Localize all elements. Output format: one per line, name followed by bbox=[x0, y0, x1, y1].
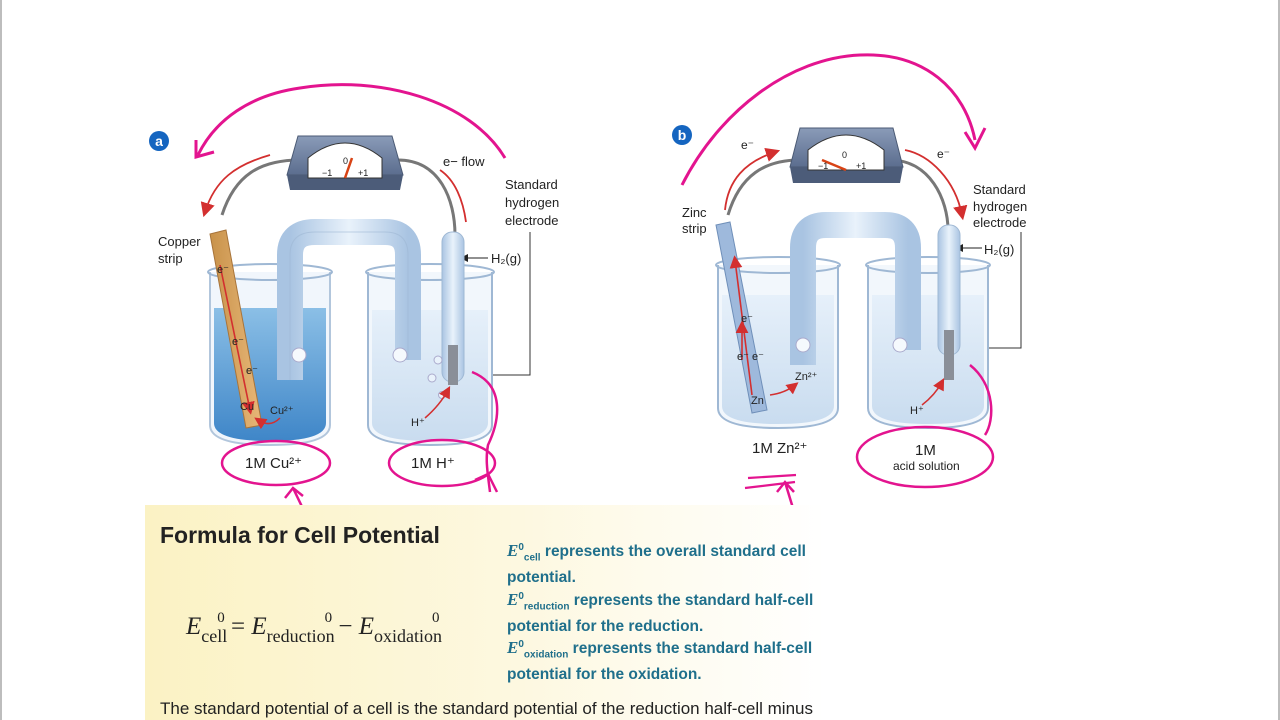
formula-note-cell: E0cell represents the overall standard c… bbox=[507, 541, 806, 587]
electron-b-1: e⁻ bbox=[741, 313, 753, 325]
meter-a-tick-plus: +1 bbox=[358, 168, 368, 178]
ion-label-a: Cu²⁺ bbox=[270, 405, 294, 417]
voltmeter-a: −1 0 +1 bbox=[286, 135, 404, 190]
solution-label-cu: 1M Cu²⁺ bbox=[245, 455, 302, 472]
zinc-strip-label-2: strip bbox=[682, 221, 707, 236]
zinc-strip-label-1: Zinc bbox=[682, 205, 707, 220]
panel-b-badge bbox=[672, 125, 692, 145]
metal-label-b: Zn bbox=[751, 395, 764, 407]
electron-b-2: e⁻ bbox=[737, 351, 749, 363]
solution-label-acid-1: 1M bbox=[915, 442, 936, 459]
copper-strip-label-2: strip bbox=[158, 251, 183, 266]
metal-label-a: Cu bbox=[240, 401, 254, 413]
solution-label-h: 1M H⁺ bbox=[411, 455, 455, 472]
she-label-a-1: Standard bbox=[505, 177, 558, 192]
left-edge-line bbox=[0, 0, 2, 720]
formula-note-reduction: E0reduction represents the standard half… bbox=[507, 590, 814, 636]
cell-potential-equation: Ecell0 = Ereduction0 − Eoxidation0 bbox=[186, 610, 443, 646]
solution-label-zn: 1M Zn²⁺ bbox=[752, 440, 807, 457]
meter-b-tick-plus: +1 bbox=[856, 161, 866, 171]
formula-note-oxidation: E0oxidation represents the standard half… bbox=[507, 638, 813, 684]
she-label-b-2: hydrogen bbox=[973, 199, 1027, 214]
gas-label-a: H₂(g) bbox=[491, 251, 521, 266]
electron-flow-label: e− flow bbox=[443, 154, 485, 169]
panel-b: b −1 0 +1 e⁻ e⁻ Zinc strip Standard hydr… bbox=[672, 53, 1027, 519]
solution-label-acid-2: acid solution bbox=[893, 459, 960, 473]
ion-label-h-a: H⁺ bbox=[411, 417, 425, 429]
electron-b-top-left: e⁻ bbox=[741, 138, 754, 152]
annotation-circle-h bbox=[387, 438, 497, 488]
meter-b-tick-zero: 0 bbox=[842, 150, 847, 160]
she-label-a-3: electrode bbox=[505, 213, 558, 228]
formula-title: Formula for Cell Potential bbox=[160, 522, 440, 548]
formula-panel bbox=[145, 505, 825, 720]
flow-arrow-left-a bbox=[200, 154, 271, 218]
salt-bridge-b bbox=[790, 212, 921, 365]
meter-b-tick-minus: −1 bbox=[818, 161, 828, 171]
right-edge-line bbox=[1278, 0, 1280, 720]
panel-a: a −1 0 +1 e− flow Copper strip Standard … bbox=[149, 83, 559, 516]
wire-left bbox=[220, 158, 301, 216]
meter-a-tick-zero: 0 bbox=[343, 156, 348, 166]
voltmeter-b: −1 0 +1 bbox=[789, 127, 904, 183]
panel-a-badge bbox=[149, 131, 169, 151]
gas-label-b: H₂(g) bbox=[984, 242, 1014, 257]
panel-a-badge-letter: a bbox=[155, 133, 163, 149]
electron-a-3: e⁻ bbox=[246, 365, 258, 377]
beaker-zn: e⁻ e⁻ e⁻ Zn Zn²⁺ bbox=[715, 221, 841, 430]
annotation-arc-b bbox=[680, 53, 977, 186]
annotation-circle-acid bbox=[855, 425, 995, 489]
annotation-circle-cu bbox=[220, 439, 332, 487]
electron-a-2: e⁻ bbox=[232, 336, 244, 348]
electron-b-3: e⁻ bbox=[752, 351, 764, 363]
beaker-acid: H⁺ bbox=[865, 224, 991, 430]
copper-strip-label-1: Copper bbox=[158, 234, 201, 249]
beaker-h: H⁺ bbox=[365, 231, 495, 447]
flow-arrow-right-a bbox=[439, 169, 467, 223]
she-label-b-1: Standard bbox=[973, 182, 1026, 197]
annotation-arc-a bbox=[196, 83, 507, 159]
meter-a-tick-minus: −1 bbox=[322, 168, 332, 178]
electron-b-top-right: e⁻ bbox=[937, 147, 950, 161]
beaker-cu: e⁻ e⁻ e⁻ Cu Cu²⁺ bbox=[207, 229, 333, 447]
ion-label-b: Zn²⁺ bbox=[795, 371, 818, 383]
formula-footer-text: The standard potential of a cell is the … bbox=[160, 699, 813, 718]
wire-right bbox=[397, 158, 457, 236]
ion-label-h-b: H⁺ bbox=[910, 405, 924, 417]
she-label-a-2: hydrogen bbox=[505, 195, 559, 210]
electron-a-1: e⁻ bbox=[217, 264, 229, 276]
panel-b-badge-letter: b bbox=[678, 127, 687, 143]
she-label-b-3: electrode bbox=[973, 215, 1026, 230]
